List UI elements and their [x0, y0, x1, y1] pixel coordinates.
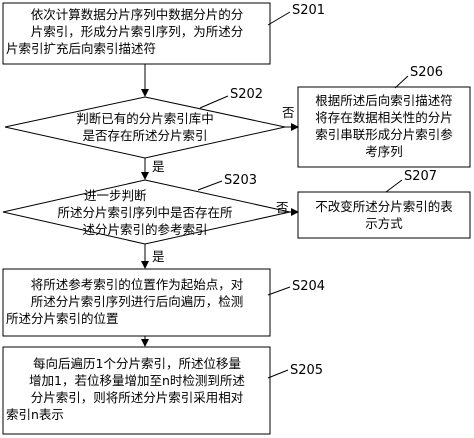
s204-label: S204	[292, 279, 326, 294]
s204-line-2: 所述分片索引序列进行后向遍历，检测	[30, 294, 244, 309]
s204-box	[2, 268, 271, 337]
leader-s202	[199, 95, 229, 109]
s205-text: 每向后遍历1个分片索引，所述位移量 增加1，若位移量增加至n时检测到所述 分片索…	[6, 355, 268, 423]
s206-text: 根据所述后向索引描述符 将存在数据相关性的分片 索引串联形成分片索引参 考序列	[300, 92, 468, 160]
s203-line-1: 进一步判断	[84, 188, 147, 203]
s207-line-1: 不改变所述分片索引的表	[315, 199, 453, 214]
s207-text: 不改变所述分片索引的表 示方式	[300, 198, 468, 232]
no-label-s202: 否	[282, 105, 295, 120]
s206-line-1: 根据所述后向索引描述符	[315, 93, 453, 108]
s205-label: S205	[290, 363, 324, 378]
s205-line-4: 索引n表示	[6, 407, 64, 422]
leader-s203	[197, 180, 223, 191]
s202-line-2: 是否存在所述分片索引	[82, 128, 208, 143]
s201-label: S201	[292, 3, 326, 18]
s201-line-2: 片索引，形成分片索引序列，为所述分	[30, 24, 244, 39]
s204-line-1: 将所述参考索引的位置作为起始点，对	[30, 277, 244, 292]
leader-s206	[394, 75, 409, 89]
s201-box	[2, 2, 271, 65]
s206-line-4: 考序列	[365, 144, 403, 159]
s201-line-3: 片索引扩充后向索引描述符	[6, 41, 157, 56]
s203-line-2: 所述分片索引序列中是否存在所	[57, 205, 233, 220]
s207-line-2: 示方式	[365, 216, 403, 231]
yes-label-s203: 是	[152, 249, 165, 264]
s202-label: S202	[230, 87, 264, 102]
leader-s201	[267, 11, 291, 26]
s207-box	[297, 191, 471, 239]
s204-text: 将所述参考索引的位置作为起始点，对 所述分片索引序列进行后向遍历，检测 所述分片…	[6, 276, 268, 327]
leader-s205	[267, 369, 289, 379]
s206-line-2: 将存在数据相关性的分片	[315, 110, 453, 125]
s205-line-2: 增加1，若位移量增加至n时检测到所述	[29, 373, 245, 388]
s205-line-3: 分片索引，则将所述分片索引采用相对	[30, 390, 244, 405]
yes-label-s202: 是	[152, 159, 165, 174]
s203-line-3: 述分片索引的参考索引	[82, 222, 208, 237]
s201-text: 依次计算数据分片序列中数据分片的分 片索引，形成分片索引序列，为所述分 片索引扩…	[6, 6, 268, 57]
s202-text: 判断已有的分片索引库中 是否存在所述分片索引	[40, 110, 250, 144]
s206-label: S206	[410, 65, 444, 80]
s207-label: S207	[404, 169, 438, 184]
leader-s204	[267, 286, 291, 296]
s203-label: S203	[224, 173, 258, 188]
leader-s207	[385, 179, 403, 193]
no-label-s203: 否	[276, 200, 289, 215]
s201-line-1: 依次计算数据分片序列中数据分片的分	[30, 7, 244, 22]
s205-box	[2, 346, 271, 435]
s206-line-3: 索引串联形成分片索引参	[315, 127, 453, 142]
s202-line-1: 判断已有的分片索引库中	[76, 111, 214, 126]
s203-text: 进一步判断 所述分片索引序列中是否存在所 述分片索引的参考索引	[20, 187, 270, 238]
s204-line-3: 所述分片索引的位置	[6, 311, 119, 326]
s206-box	[297, 86, 471, 168]
s205-line-1: 每向后遍历1个分片索引，所述位移量	[33, 356, 241, 371]
